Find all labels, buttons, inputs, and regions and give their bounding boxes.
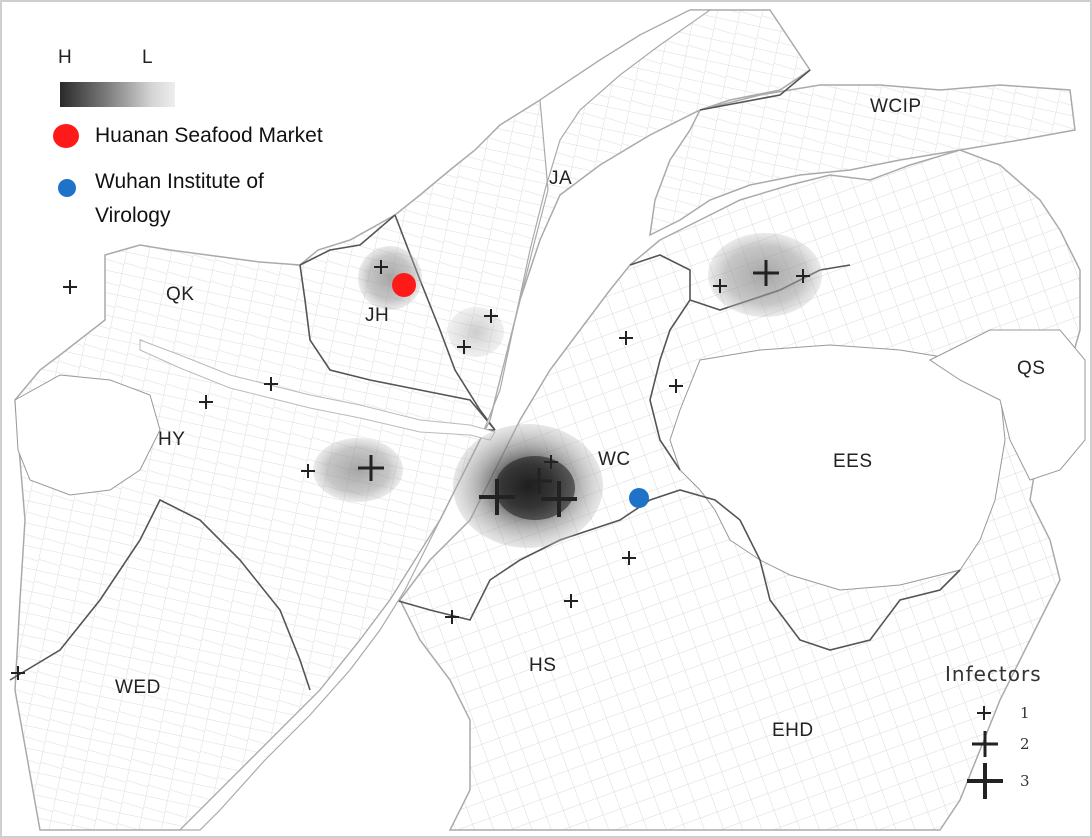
hotspot-wc-core [495,456,575,520]
wiv-legend-label: Wuhan Institute of Virology [95,170,264,227]
infectors-legend-count-2: 2 [1020,735,1030,753]
wiv-legend-dot [58,179,76,197]
huanan-market-marker [392,273,416,297]
infector-2 [358,455,384,481]
qs-open-area [929,329,1086,481]
infector-2 [753,260,779,286]
legend-infector-1 [977,706,991,720]
infector-1 [374,260,388,274]
huanan-market-legend-label: Huanan Seafood Market [95,124,323,147]
infector-1 [264,377,278,391]
infector-3 [541,481,577,517]
infectors-legend-title: Infectors [945,662,1042,686]
huanan-market-legend-dot [53,124,79,148]
infector-1 [669,379,683,393]
infector-markers [11,260,810,680]
gradient-high-label: H [58,47,72,68]
infector-1 [484,309,498,323]
district-label-qk: QK [166,284,195,305]
infector-1 [544,455,558,469]
district-label-hs: HS [529,655,557,676]
district-label-hy: HY [158,429,186,450]
infector-1 [619,331,633,345]
density-gradient-bar [60,82,175,107]
legend-infector-3 [967,763,1003,799]
hotspot-hy [313,438,403,502]
infector-1 [11,666,25,680]
infector-1 [301,464,315,478]
district-label-wc: WC [598,449,631,470]
hotspots [313,233,822,548]
infector-1 [713,279,727,293]
infector-1 [63,280,77,294]
hanyang-lake [14,374,161,496]
ees-open-area [669,344,1006,591]
hotspot-ja [448,307,504,357]
district-label-wcip: WCIP [870,96,922,117]
infectors-legend-count-3: 3 [1020,772,1030,790]
wiv-marker [629,488,649,508]
district-label-ehd: EHD [772,720,814,741]
infector-3 [479,479,515,515]
infector-2 [526,468,552,494]
district-label-ja: JA [549,168,573,189]
legend-infector-2 [972,731,998,757]
infector-1 [564,594,578,608]
infectors-legend-symbols [967,706,1003,799]
wcip-landmass [649,84,1076,237]
district-label-ees: EES [833,451,873,472]
district-label-jh: JH [365,305,390,326]
infector-1 [622,551,636,565]
infectors-legend-count-1: 1 [1020,704,1030,722]
district-label-qs: QS [1017,358,1046,379]
infector-1 [199,395,213,409]
gradient-low-label: L [142,47,153,68]
infector-1 [445,610,459,624]
infector-1 [457,340,471,354]
district-label-wed: WED [115,677,161,698]
infector-1 [796,269,810,283]
